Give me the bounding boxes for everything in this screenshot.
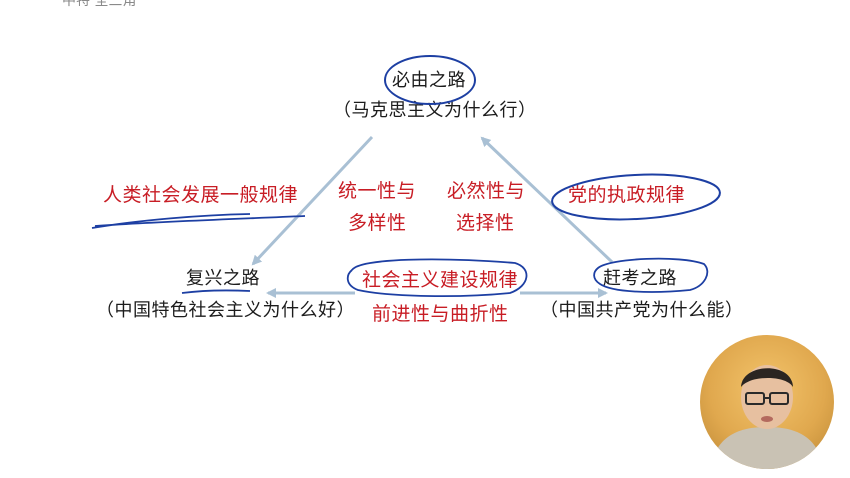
node-top-title: 必由之路 (392, 70, 466, 91)
label-inner-right-2: 选择性 (456, 212, 515, 234)
label-inner-right-1: 必然性与 (447, 180, 526, 202)
node-top-subtitle: （马克思主义为什么行） (333, 100, 537, 121)
label-right-edge: 党的执政规律 (568, 184, 686, 206)
ink-circle-top (384, 55, 476, 105)
label-bottom-under: 前进性与曲折性 (372, 303, 509, 325)
presenter-webcam (700, 335, 834, 469)
ink-underline-left-node (181, 289, 251, 294)
label-left-edge: 人类社会发展一般规律 (103, 184, 299, 206)
node-left-title: 复兴之路 (186, 268, 260, 289)
node-right-subtitle: （中国共产党为什么能） (540, 300, 744, 321)
label-bottom-edge: 社会主义建设规律 (362, 269, 519, 291)
slide-header: 中特 全三角 (62, 0, 137, 9)
label-inner-left-1: 统一性与 (338, 180, 417, 202)
ink-circle-right-edge (551, 173, 721, 221)
presenter-avatar-icon (710, 365, 824, 469)
label-inner-left-2: 多样性 (348, 212, 407, 234)
arrow-right-to-top (480, 136, 614, 264)
ink-underline-left-edge (91, 213, 306, 229)
node-left-subtitle: （中国特色社会主义为什么好） (96, 300, 355, 321)
node-right-title: 赶考之路 (603, 268, 677, 289)
ink-circle-right-node (593, 257, 709, 293)
ink-circle-bottom-edge (346, 258, 528, 298)
arrow-top-to-left (251, 135, 374, 266)
